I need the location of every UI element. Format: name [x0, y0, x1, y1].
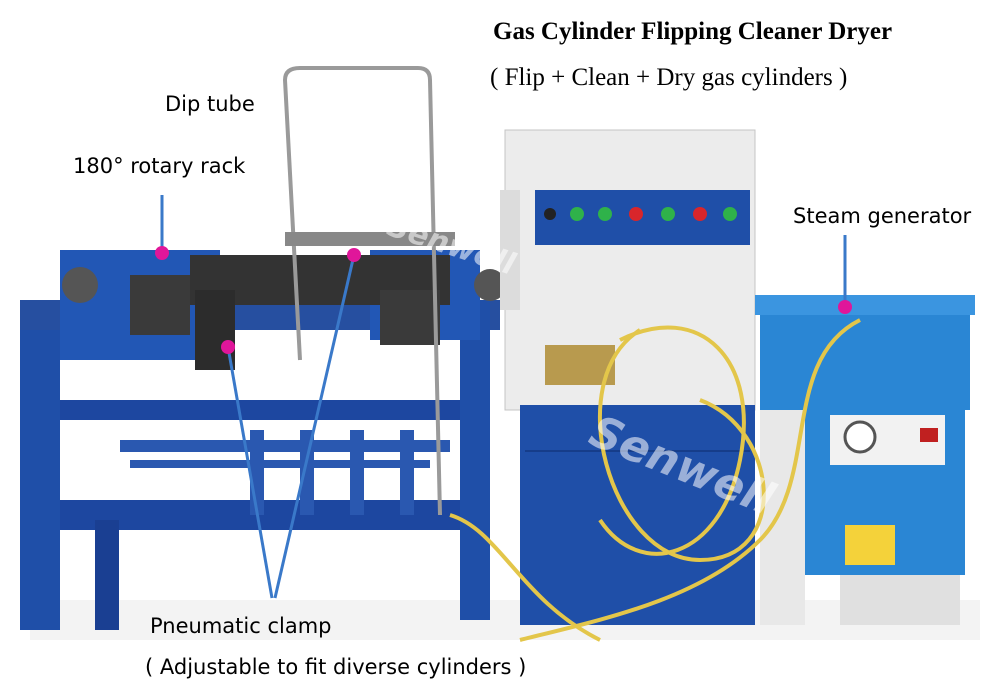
adjustable-note: ( Adjustable to fit diverse cylinders ) — [145, 655, 527, 679]
floor-shadow — [30, 600, 980, 640]
rotary-rack-label: 180° rotary rack — [73, 154, 246, 178]
steam-generator-label: Steam generator — [793, 204, 972, 228]
dip-tube-label: Dip tube — [165, 92, 255, 116]
callout-markers — [155, 246, 852, 354]
control-cabinet — [500, 129, 756, 625]
page-subtitle: ( Flip + Clean + Dry gas cylinders ) — [490, 64, 848, 91]
pneumatic-clamp-label: Pneumatic clamp — [150, 614, 332, 638]
steam-hoses — [449, 318, 861, 642]
steam-generator-unit — [755, 295, 975, 625]
rotary-rack-frame — [20, 250, 506, 630]
page-title: Gas Cylinder Flipping Cleaner Dryer — [493, 18, 893, 45]
dip-tube — [282, 66, 442, 516]
cylinder-bar — [285, 232, 455, 246]
callout-leaders — [160, 195, 847, 599]
